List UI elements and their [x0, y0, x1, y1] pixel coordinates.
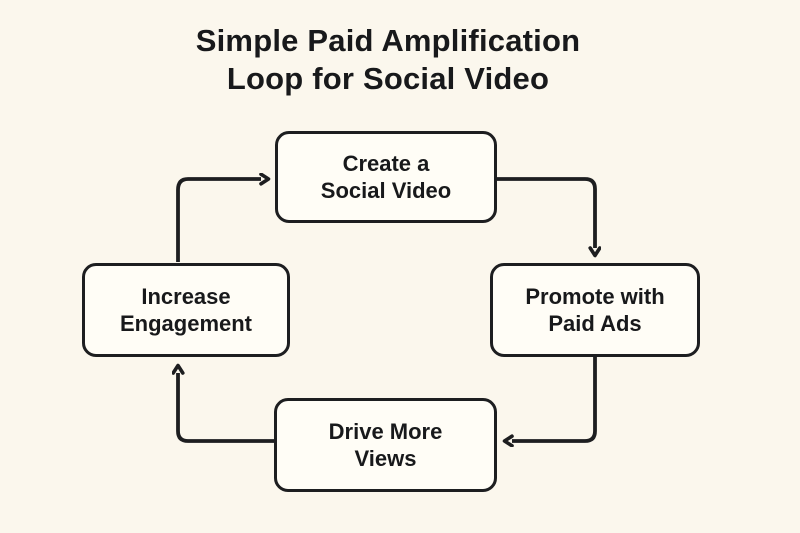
node-label: Create a Social Video — [320, 151, 452, 203]
node-label: Increase Engagement — [119, 284, 253, 336]
arrow-increase-to-create — [176, 179, 261, 262]
node-increase-engagement: Increase Engagement — [82, 263, 290, 357]
node-label: Promote with Paid Ads — [525, 284, 665, 336]
arrow-drive-to-increase — [178, 373, 274, 443]
node-create-social-video: Create a Social Video — [275, 131, 497, 223]
node-drive-more-views: Drive More Views — [274, 398, 497, 492]
arrow-create-to-promote — [497, 177, 595, 248]
arrow-promote-to-drive — [512, 357, 597, 441]
diagram-title: Simple Paid Amplification Loop for Socia… — [195, 23, 581, 96]
node-promote-paid-ads: Promote with Paid Ads — [490, 263, 700, 357]
node-label: Drive More Views — [328, 419, 443, 471]
